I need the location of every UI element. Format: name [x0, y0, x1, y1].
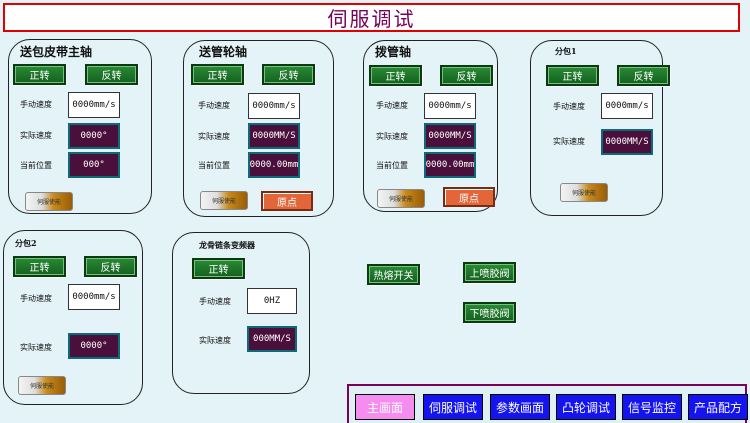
- actual-speed-label: 实际速度: [20, 343, 52, 352]
- position-display: 000°: [68, 152, 120, 178]
- manual-speed-input[interactable]: 0000mm/s: [68, 92, 120, 118]
- nav-servo[interactable]: 伺服调试: [423, 394, 483, 420]
- lower-glue-valve-button[interactable]: 下喷胶阀: [463, 302, 516, 323]
- jog-reverse-button[interactable]: 反转: [84, 256, 137, 277]
- melt-switch-button[interactable]: 热熔开关: [367, 264, 420, 285]
- actual-speed-display: 0000°: [68, 333, 120, 359]
- jog-forward-button[interactable]: 正转: [13, 256, 66, 277]
- actual-speed-label: 实际速度: [20, 131, 52, 140]
- jog-reverse-button[interactable]: 反转: [440, 65, 493, 86]
- panel-split2: [3, 230, 143, 405]
- position-label: 当前位置: [376, 161, 408, 170]
- actual-speed-display: 0000MM/S: [601, 129, 653, 155]
- servo-enable-button[interactable]: 伺服使能: [18, 376, 66, 395]
- home-button[interactable]: 原点: [443, 187, 495, 207]
- actual-speed-label: 实际速度: [376, 132, 408, 141]
- servo-enable-button[interactable]: 伺服使能: [377, 189, 425, 208]
- servo-enable-button[interactable]: 伺服使能: [200, 191, 248, 210]
- manual-speed-input[interactable]: 0HZ: [247, 288, 297, 314]
- manual-speed-input[interactable]: 0000mm/s: [248, 93, 300, 119]
- actual-speed-display: 0000MM/S: [424, 123, 476, 149]
- panel-feed-belt: [8, 39, 152, 214]
- actual-speed-display: 000MM/S: [247, 326, 297, 352]
- panel-title: 龙骨链条变频器: [199, 240, 255, 250]
- servo-enable-button[interactable]: 伺服使能: [25, 192, 73, 211]
- actual-speed-label: 实际速度: [199, 336, 231, 345]
- home-button[interactable]: 原点: [261, 191, 313, 211]
- panel-title: 送包皮带主轴: [20, 45, 93, 59]
- servo-enable-button[interactable]: 伺服使能: [560, 183, 608, 202]
- manual-speed-input[interactable]: 0000mm/s: [68, 284, 120, 310]
- nav-main[interactable]: 主画面: [355, 394, 415, 420]
- upper-glue-valve-button[interactable]: 上喷胶阀: [463, 262, 516, 283]
- jog-forward-button[interactable]: 正转: [369, 65, 422, 86]
- title-bar: 伺服调试: [3, 3, 740, 32]
- panel-title: 分包1: [555, 46, 577, 56]
- position-display: 0000.00mm: [424, 152, 476, 178]
- nav-signal[interactable]: 信号监控: [622, 394, 682, 420]
- panel-title: 送管轮轴: [199, 45, 248, 59]
- manual-speed-label: 手动速度: [20, 294, 52, 303]
- actual-speed-display: 0000MM/S: [248, 123, 300, 149]
- manual-speed-label: 手动速度: [553, 102, 585, 111]
- panel-chain-vfd: [172, 232, 310, 394]
- position-label: 当前位置: [20, 161, 52, 170]
- position-display: 0000.00mm: [248, 152, 300, 178]
- manual-speed-input[interactable]: 0000mm/s: [601, 93, 653, 119]
- nav-cam[interactable]: 凸轮调试: [556, 394, 616, 420]
- nav-recipe[interactable]: 产品配方: [688, 394, 748, 420]
- panel-pull-tube: [363, 40, 498, 212]
- jog-forward-button[interactable]: 正转: [191, 64, 244, 85]
- jog-reverse-button[interactable]: 反转: [262, 64, 315, 85]
- panel-feed-wheel: [183, 40, 334, 217]
- jog-reverse-button[interactable]: 反转: [617, 65, 670, 86]
- jog-reverse-button[interactable]: 反转: [85, 64, 138, 85]
- jog-forward-button[interactable]: 正转: [192, 258, 245, 279]
- jog-forward-button[interactable]: 正转: [13, 64, 66, 85]
- nav-params[interactable]: 参数画面: [490, 394, 550, 420]
- actual-speed-label: 实际速度: [553, 137, 585, 146]
- manual-speed-label: 手动速度: [20, 100, 52, 109]
- panel-title: 拨管轴: [375, 45, 412, 59]
- panel-title: 分包2: [15, 238, 37, 248]
- position-label: 当前位置: [198, 161, 230, 170]
- manual-speed-label: 手动速度: [198, 101, 230, 110]
- manual-speed-input[interactable]: 0000mm/s: [424, 93, 476, 119]
- manual-speed-label: 手动速度: [376, 101, 408, 110]
- page-title: 伺服调试: [327, 7, 416, 31]
- panel-split1: [530, 40, 663, 216]
- actual-speed-label: 实际速度: [198, 132, 230, 141]
- manual-speed-label: 手动速度: [199, 297, 231, 306]
- actual-speed-display: 0000°: [68, 123, 120, 149]
- jog-forward-button[interactable]: 正转: [546, 65, 599, 86]
